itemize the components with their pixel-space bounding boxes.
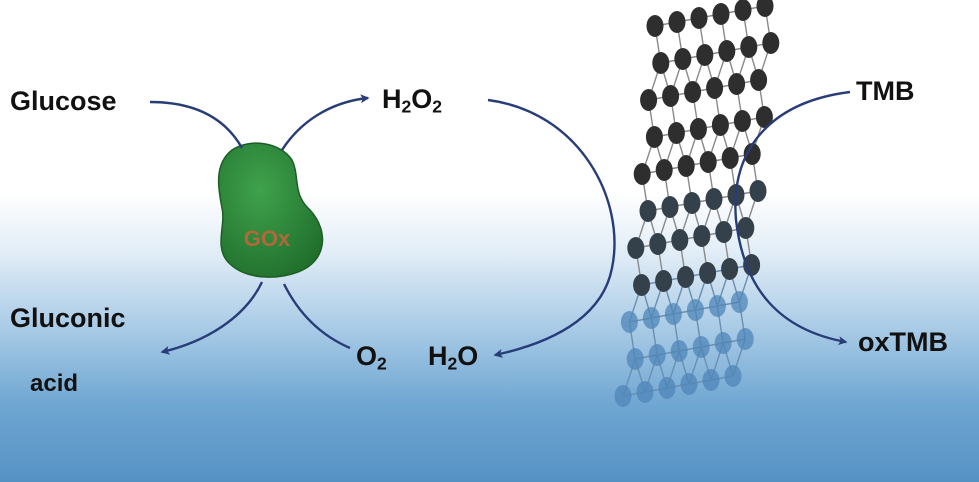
h2o2-label: H2O2 — [382, 84, 443, 117]
lattice-atom — [750, 69, 768, 91]
lattice-atom — [693, 225, 711, 247]
lattice-atom — [743, 143, 761, 165]
glucose-label: Glucose — [10, 86, 117, 116]
lattice-atom — [699, 151, 717, 173]
lattice-atom — [714, 332, 732, 354]
lattice-atom — [686, 299, 704, 321]
lattice-atom — [728, 73, 746, 95]
lattice-atom — [655, 159, 673, 181]
lattice-atom — [636, 381, 654, 403]
tmb-to-oxtmb-arrow — [734, 90, 851, 346]
lattice-atom — [642, 307, 660, 329]
h2o2-sub-1: 2 — [401, 96, 412, 117]
nanosheet-icon — [614, 0, 780, 407]
lattice-atom — [737, 217, 755, 239]
lattice-atom — [724, 365, 742, 387]
lattice-atom — [756, 0, 774, 17]
lattice-atom — [655, 270, 673, 292]
lattice-atom — [645, 126, 663, 148]
tmb-label: TMB — [856, 76, 915, 106]
reaction-arrows — [149, 90, 851, 358]
h2o2-to-h2o-arrow — [487, 98, 616, 358]
lattice-atom — [702, 369, 720, 391]
lattice-atom — [667, 122, 685, 144]
lattice-atom — [627, 237, 645, 259]
lattice-atom — [658, 377, 676, 399]
lattice-atom — [718, 40, 736, 62]
lattice-atom — [712, 3, 730, 25]
lattice-atom — [652, 52, 670, 74]
lattice-atom — [734, 0, 752, 21]
lattice-atom — [640, 89, 658, 111]
lattice-atom — [749, 180, 767, 202]
lattice-atom — [762, 32, 780, 54]
lattice-atom — [664, 303, 682, 325]
lattice-atom — [696, 44, 714, 66]
lattice-atom — [661, 196, 679, 218]
h2o2-o: O — [411, 84, 433, 114]
lattice-atom — [755, 106, 773, 128]
lattice-atom — [706, 77, 724, 99]
oxtmb-label: oxTMB — [858, 327, 948, 357]
lattice-atom — [684, 81, 702, 103]
lattice-atom — [648, 344, 666, 366]
lattice-atom — [633, 274, 651, 296]
lattice-atom — [708, 295, 726, 317]
lattice-atom — [677, 266, 695, 288]
gluconic-arrow — [160, 281, 264, 355]
lattice-atom — [711, 114, 729, 136]
h2o-o: O — [457, 341, 479, 371]
lattice-atom — [692, 336, 710, 358]
lattice-atom — [633, 163, 651, 185]
acid-label: acid — [30, 370, 79, 397]
h2o-label: H2O — [428, 341, 479, 374]
lattice-atom — [733, 110, 751, 132]
gluconic-label: Gluconic — [10, 303, 126, 333]
lattice-atom — [649, 233, 667, 255]
lattice-atom — [639, 200, 657, 222]
o2-arrow — [282, 283, 351, 350]
lattice-atom — [721, 258, 739, 280]
enzyme-label: GOx — [244, 226, 291, 251]
lattice-atom — [680, 373, 698, 395]
lattice-atom — [668, 11, 686, 33]
lattice-atom — [736, 328, 754, 350]
lattice-atom — [646, 15, 664, 37]
lattice-atom — [743, 254, 761, 276]
h2o2-sub-2: 2 — [432, 96, 443, 117]
lattice-atom — [730, 291, 748, 313]
lattice-atom — [689, 118, 707, 140]
lattice-atom — [683, 192, 701, 214]
lattice-atom — [670, 340, 688, 362]
o2-label: O2 — [356, 341, 387, 374]
lattice-atom — [662, 85, 680, 107]
lattice-atom — [671, 229, 689, 251]
h2o2-h: H — [382, 84, 402, 114]
o2-o: O — [356, 341, 378, 371]
h2o2-out-arrow — [280, 94, 370, 151]
h2o-h: H — [428, 341, 448, 371]
h2o-sub: 2 — [447, 353, 458, 374]
lattice-atom — [690, 7, 708, 29]
lattice-atom — [715, 221, 733, 243]
glucose-arrow — [149, 100, 244, 149]
lattice-atom — [620, 311, 638, 333]
lattice-atom — [705, 188, 723, 210]
o2-sub: 2 — [377, 353, 387, 374]
enzyme-blob-icon: GOx — [217, 142, 324, 278]
lattice-atom — [740, 36, 758, 58]
lattice-atom — [626, 348, 644, 370]
lattice-atom — [674, 48, 692, 70]
lattice-atom — [699, 262, 717, 284]
lattice-atom — [677, 155, 695, 177]
lattice-atom — [614, 385, 632, 407]
lattice-atom — [721, 147, 739, 169]
